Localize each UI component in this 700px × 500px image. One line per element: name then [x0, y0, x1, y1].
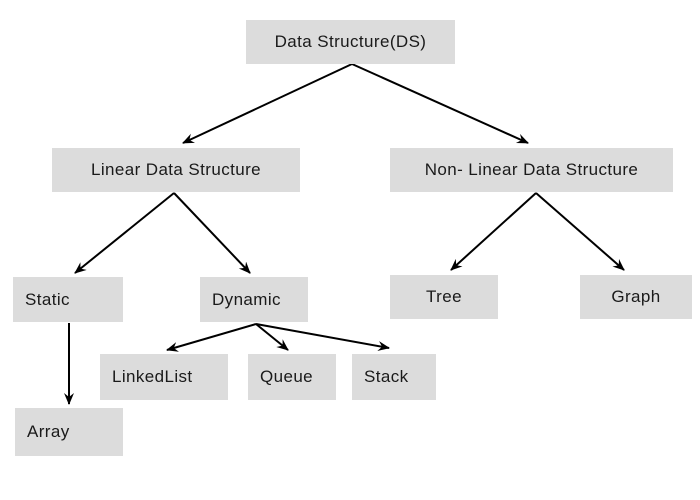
node-tree-label: Tree	[426, 287, 462, 306]
node-linkedlist: LinkedList	[100, 354, 228, 400]
node-non-linear-data-structure: Non- Linear Data Structure	[390, 148, 673, 192]
node-data-structure-label: Data Structure(DS)	[274, 32, 427, 51]
node-graph: Graph	[580, 275, 692, 319]
node-linear-data-structure: Linear Data Structure	[52, 148, 300, 192]
node-queue-label: Queue	[260, 367, 314, 386]
node-graph-label: Graph	[611, 287, 661, 306]
node-linear-data-structure-label: Linear Data Structure	[91, 160, 261, 179]
node-data-structure: Data Structure(DS)	[246, 20, 455, 64]
node-array-label: Array	[27, 422, 70, 441]
node-static-label: Static	[25, 289, 70, 309]
edge-root-nonlinear	[351, 63, 529, 144]
edge-root-linear	[182, 63, 353, 144]
node-array: Array	[15, 408, 123, 456]
edge-linear-dynamic	[173, 192, 251, 274]
edge-linear-static	[74, 192, 175, 274]
edge-nonlinear-graph	[535, 192, 625, 271]
node-stack-label: Stack	[364, 367, 409, 386]
node-dynamic: Dynamic	[200, 277, 308, 322]
node-tree: Tree	[390, 275, 498, 319]
node-dynamic-label: Dynamic	[212, 289, 281, 309]
node-queue: Queue	[248, 354, 336, 400]
node-static: Static	[13, 277, 123, 322]
edge-dynamic-queue	[255, 323, 289, 351]
edge-nonlinear-tree	[450, 192, 537, 271]
node-non-linear-data-structure-label: Non- Linear Data Structure	[424, 160, 639, 179]
node-linkedlist-label: LinkedList	[112, 367, 193, 386]
node-stack: Stack	[352, 354, 436, 400]
edge-dynamic-stack	[255, 323, 390, 351]
edge-dynamic-linkedlist	[166, 323, 257, 352]
